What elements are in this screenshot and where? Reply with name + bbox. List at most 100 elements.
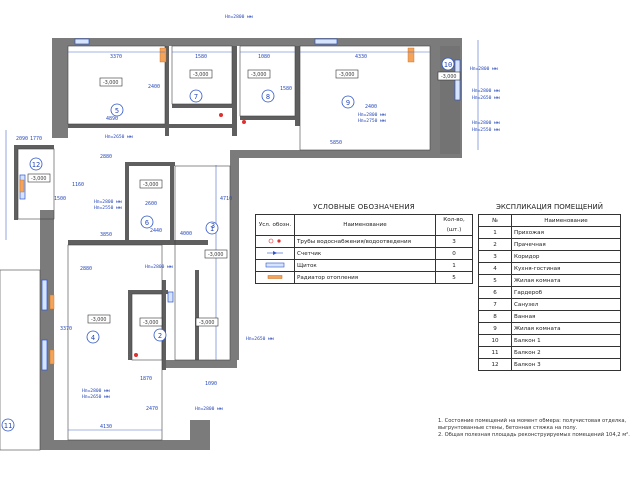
dim-label: 2440: [150, 228, 162, 234]
room-number-7: 7: [194, 93, 198, 101]
row-number: 6: [478, 286, 512, 299]
wall-2-left: [162, 280, 166, 370]
room-number-8: 8: [266, 93, 270, 101]
row-name: Гардероб: [511, 286, 621, 299]
room-number-11: 11: [4, 422, 12, 430]
note-1: 1. Состояние помещений на момент обмера:…: [438, 418, 627, 431]
legend-qty: 5: [435, 271, 473, 284]
balcony-12-left: [14, 145, 18, 220]
pipe-icon: [134, 353, 138, 357]
dim-label: 1500: [54, 196, 66, 202]
dim-label: 4330: [355, 54, 367, 60]
dim-label: 2880: [100, 154, 112, 160]
dim-label: 3370: [110, 54, 122, 60]
height-label: Нп=2550 мм: [94, 205, 122, 211]
row-name: Балкон 1: [511, 334, 621, 347]
dim-label: 4710: [220, 196, 232, 202]
bottom-corner-wall: [190, 420, 210, 450]
room-number-1: 1: [210, 225, 214, 233]
room-12-outline: [17, 148, 55, 220]
height-label: Нп=2800 мм: [358, 112, 386, 118]
dim-label: 1770: [30, 136, 42, 142]
radiator-icon: [49, 349, 55, 365]
legend-header: Наименование: [294, 214, 436, 236]
dim-label: 2600: [145, 201, 157, 207]
level-marks: -3,000 -3,000 -3,000 -3,000 -3,000 -3,00…: [27, 69, 461, 327]
dimension-lines: [5, 40, 479, 431]
explication-header: №: [478, 214, 512, 227]
level-mark: -3,000: [103, 80, 118, 86]
pipe-symbol-icon: [255, 235, 295, 248]
room-number-5: 5: [115, 107, 119, 115]
row-name: Прачечная: [511, 238, 621, 251]
balcony-12-top: [14, 145, 54, 149]
radiator-icon: [407, 47, 415, 63]
height-label: Нп=2650 мм: [246, 336, 274, 342]
dim-label: 1580: [280, 86, 292, 92]
radiator-icon: [19, 179, 25, 193]
window-4b: [41, 339, 48, 371]
height-label: Нп=2800 мм: [82, 388, 110, 394]
height-label: Нп=2650 мм: [82, 394, 110, 400]
dim-label: 4130: [100, 424, 112, 430]
dim-label: 1080: [258, 54, 270, 60]
level-mark: -3,000: [91, 317, 106, 323]
room-5-outline: [67, 45, 166, 125]
window-9: [314, 38, 338, 45]
height-label: Нп=2800 мм: [195, 406, 223, 412]
row-name: Жилая комната: [511, 322, 621, 335]
legend-row: Счетчик 0: [255, 247, 473, 260]
room-2-outline: [131, 293, 163, 361]
row-name: Балкон 2: [511, 346, 621, 359]
height-label: Нп=2800 мм: [470, 66, 498, 72]
wall-5-7: [165, 46, 169, 136]
room-7-outline: [171, 45, 233, 105]
row-number: 7: [478, 298, 512, 311]
row-name: Кухня-гостиная: [511, 262, 621, 275]
level-mark: -3,000: [143, 182, 158, 188]
row-number: 12: [478, 358, 512, 371]
legend-row: Радиатор отопления 5: [255, 271, 473, 284]
level-mark: -3,000: [199, 320, 214, 326]
top-wall: [52, 38, 462, 46]
row-number: 2: [478, 238, 512, 251]
dim-label: 2470: [146, 406, 158, 412]
level-mark: -3,000: [251, 72, 266, 78]
room-number-9: 9: [346, 99, 350, 107]
dim-label: 2880: [80, 266, 92, 272]
pipe-icon: [219, 113, 223, 117]
room-outlines: [0, 45, 431, 451]
row-number: 3: [478, 250, 512, 263]
height-label: Нп=2650 мм: [105, 134, 133, 140]
dim-label: 1090: [205, 381, 217, 387]
meter-symbol-icon: [255, 247, 295, 260]
legend-qty: 0: [435, 247, 473, 260]
row-number: 5: [478, 274, 512, 287]
radiators: [19, 47, 415, 365]
legend-row: Щиток 1: [255, 259, 473, 272]
dim-label: 4000: [180, 231, 192, 237]
height-label: Нп=2650 мм: [472, 95, 500, 101]
dim-label: 2400: [148, 84, 160, 90]
height-label: Нп=2800 мм: [472, 88, 500, 94]
row-number: 8: [478, 310, 512, 323]
height-label: Нп=2800 мм: [225, 14, 253, 20]
note-2: 2. Общая полезная площадь реконструируем…: [438, 432, 630, 438]
wall-7-8: [232, 46, 237, 136]
dim-label: 1870: [140, 376, 152, 382]
height-label: Нп=2800 мм: [94, 199, 122, 205]
dim-label: 1160: [72, 182, 84, 188]
legend-header: Усл. обозн.: [255, 214, 295, 236]
legend-qty: 3: [435, 235, 473, 248]
room-number-10: 10: [444, 61, 452, 69]
room-number-4: 4: [91, 334, 95, 342]
room-number-2: 2: [158, 332, 162, 340]
wall-6-top: [125, 162, 175, 166]
bottom-wall: [40, 440, 210, 450]
